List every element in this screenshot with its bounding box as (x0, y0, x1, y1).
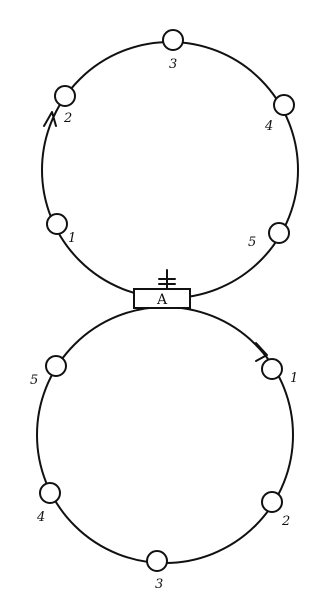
center-tick-marks (158, 269, 176, 291)
top-ring (41, 41, 299, 299)
top-ring-nodes: 1 2 3 4 5 (46, 29, 295, 250)
top-node-1-label: 1 (68, 231, 76, 246)
top-node-5-label: 5 (248, 235, 256, 250)
bottom-ring-nodes: 1 2 3 4 5 (30, 355, 298, 592)
top-node-2-label: 2 (63, 111, 72, 126)
top-node-4 (273, 94, 295, 116)
bottom-node-3 (146, 550, 168, 572)
top-node-2 (54, 85, 76, 107)
bottom-ring (36, 306, 294, 564)
bottom-node-2 (261, 491, 283, 513)
top-node-4-label: 4 (264, 119, 273, 134)
bottom-node-5 (45, 355, 67, 377)
center-box-label: A (156, 292, 168, 308)
bottom-node-4-label: 4 (36, 510, 45, 525)
bottom-node-3-label: 3 (155, 577, 163, 592)
center-element: A (133, 269, 191, 309)
bottom-node-1-label: 1 (290, 371, 298, 386)
top-node-3 (162, 29, 184, 51)
bottom-node-5-label: 5 (30, 373, 38, 388)
center-box (133, 288, 191, 309)
top-ring-arrow (43, 111, 57, 127)
bottom-node-1 (261, 358, 283, 380)
bottom-node-2-label: 2 (281, 514, 290, 529)
top-node-3-label: 3 (169, 57, 177, 72)
top-node-1 (46, 213, 68, 235)
top-node-5 (268, 222, 290, 244)
bottom-node-4 (39, 482, 61, 504)
bottom-ring-arrow (255, 342, 268, 362)
